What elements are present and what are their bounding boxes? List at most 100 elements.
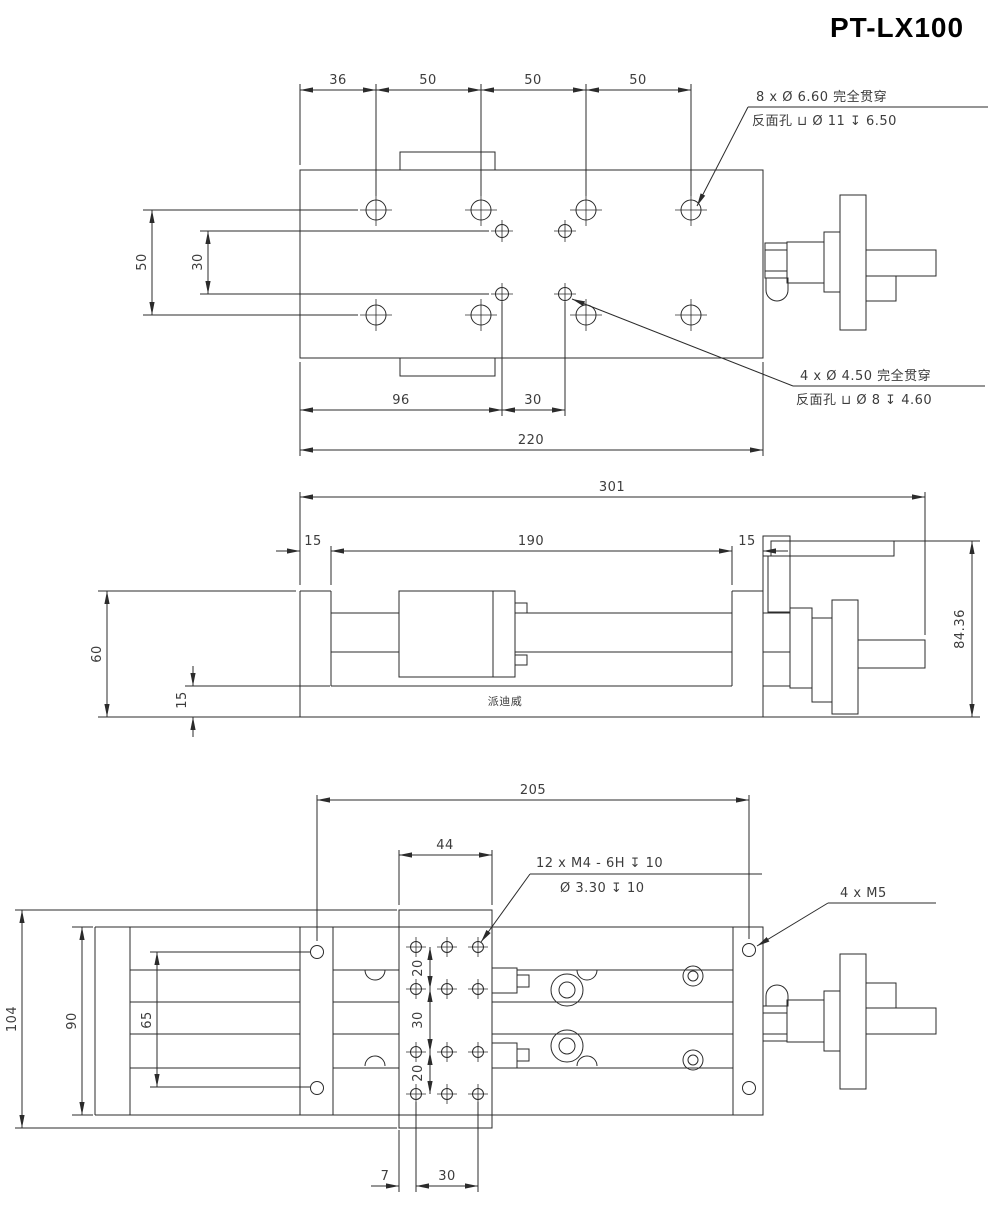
dim-label: 205 [520,783,546,798]
coupling-housing [786,999,825,1043]
m5-hole [310,1081,324,1095]
carriage-tab [516,974,530,988]
carriage-tab [514,654,528,666]
coupling-housing [789,607,813,689]
callout-text: 4 x Ø 4.50 完全贯穿 [800,368,931,384]
lock-lobe [765,984,789,1007]
dim-label: 44 [436,838,454,853]
m4-tapped-hole [406,979,426,999]
m4-tapped-hole [468,979,488,999]
dim-label: 30 [524,393,542,408]
m4-tapped-hole [437,937,457,957]
handwheel [839,953,867,1090]
dim-label: 30 [438,1169,456,1184]
shaft-block [865,275,897,302]
m4-tapped-hole [437,1042,457,1062]
dim-label: 7 [381,1169,390,1184]
carriage-tab [516,1048,530,1062]
drawing-title: PT-LX100 [830,12,965,43]
motor-bracket [762,535,791,687]
carriage-tab [514,602,528,614]
bearing-circle [550,973,584,1007]
bearing-circle [682,965,704,987]
brand-text: 派迪威 [488,695,523,708]
main-plate [299,169,764,359]
counterbore-hole [465,299,497,331]
carriage-block [398,909,493,1129]
callout-text: 12 x M4 - 6H ↧ 10 [536,856,663,871]
wheel-flange [823,990,841,1052]
leader-line [756,902,829,947]
top-bar [770,540,895,557]
callout-text: 4 x M5 [840,886,887,901]
coupling-housing [786,241,825,284]
callout-text: 反面孔 ⊔ Ø 8 ↧ 4.60 [796,393,932,408]
through-hole [491,220,513,242]
bearing-circle [687,1054,699,1066]
dim-label: 15 [175,691,190,709]
dim-label: 96 [392,393,410,408]
dim-label: 50 [524,73,542,88]
base-housing [299,926,764,1116]
dim-label: 104 [5,1006,20,1032]
bearing-circle [550,1029,584,1063]
m5-hole [742,943,756,957]
dim-label: 220 [518,433,544,448]
counterbore-hole [465,194,497,226]
wheel-flange [823,231,841,293]
bearing-circle [682,1049,704,1071]
m5-hole [310,945,324,959]
counterbore-hole [570,299,602,331]
dim-label: 84.36 [953,609,968,649]
m4-tapped-hole [406,937,426,957]
dim-label: 50 [419,73,437,88]
leader-line [571,298,794,387]
m4-tapped-hole [437,1084,457,1104]
wheel-shaft [865,1007,937,1035]
carriage-end [492,590,516,678]
dim-label: 36 [329,73,347,88]
dim-label: 30 [411,1011,426,1029]
dim-label: 190 [518,534,544,549]
dim-label: 90 [65,1012,80,1030]
callout-text: 反面孔 ⊔ Ø 11 ↧ 6.50 [752,114,897,129]
dim-label: 15 [304,534,322,549]
handwheel [839,194,867,331]
counterbore-hole [360,299,392,331]
bearing-circle [558,1037,576,1055]
bottom-view: 205 44 20 30 20 7 30 104 90 65 12 x M4 - 6H ↧ 10 Ø … [5,783,937,1192]
bearing-arc [364,969,386,981]
shaft-block [865,982,897,1009]
through-hole [554,283,576,305]
leader-line [696,106,749,207]
carriage-block [398,590,494,678]
dim-label: 301 [599,480,625,495]
dim-label: 20 [411,959,426,977]
clamp-stub [764,242,788,279]
through-hole [554,220,576,242]
m5-hole [742,1081,756,1095]
handwheel [831,599,859,715]
bearing-circle [687,970,699,982]
counterbore-hole [675,299,707,331]
counterbore-hole [570,194,602,226]
leader-line [480,873,531,943]
dim-label: 65 [140,1011,155,1029]
m4-tapped-hole [468,937,488,957]
bearing-arc [576,1055,598,1067]
bearing-circle [558,981,576,999]
callout-text: 8 x Ø 6.60 完全贯穿 [756,89,887,105]
wheel-shaft [857,639,926,669]
callout-text: Ø 3.30 ↧ 10 [560,881,645,896]
clamp-stub [762,1005,788,1042]
m4-tapped-hole [468,1042,488,1062]
dim-label: 50 [629,73,647,88]
lock-lobe [765,277,789,302]
dim-label: 20 [411,1064,426,1082]
m4-tapped-hole [406,1042,426,1062]
bearing-arc [364,1055,386,1067]
